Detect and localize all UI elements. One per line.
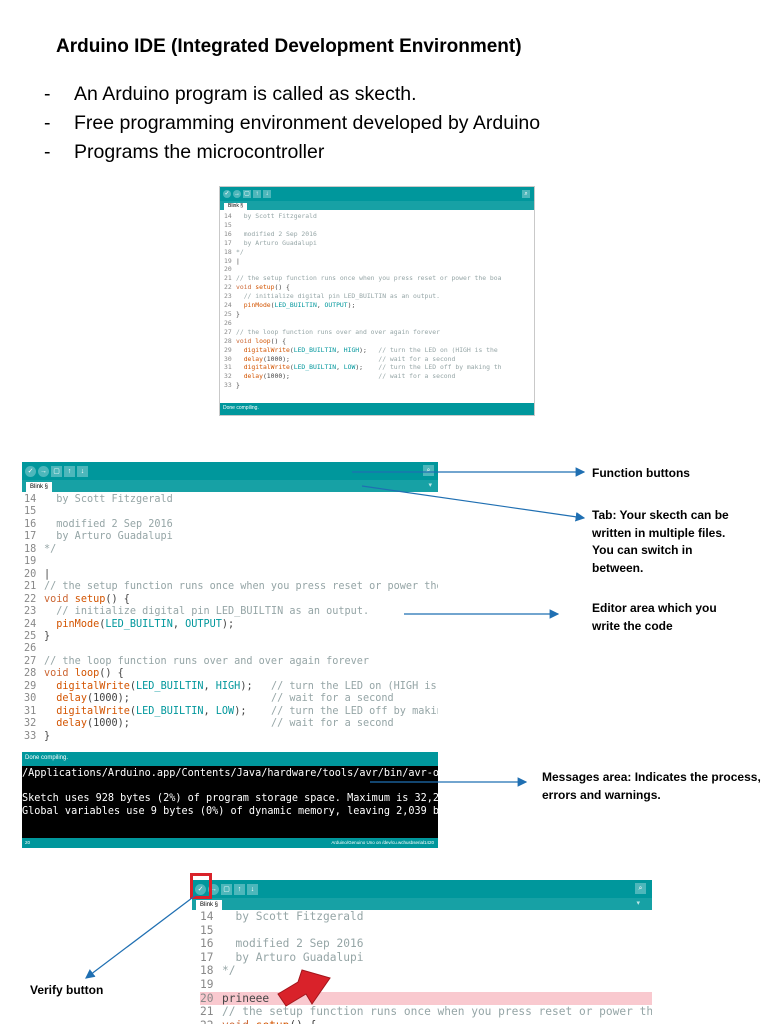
new-icon: ▢: [221, 883, 232, 895]
ide-toolbar: ✓ → ▢ ↑ ↓ ⌕: [220, 187, 534, 201]
upload-icon: →: [38, 465, 49, 477]
label-verify: Verify button: [30, 983, 104, 997]
upload-icon: →: [208, 883, 219, 895]
bullet-item: -Programs the microcontroller: [44, 141, 325, 163]
page-title: Arduino IDE (Integrated Development Envi…: [56, 36, 522, 57]
ide-screenshot-annotated: ✓ → ▢ ↑ ↓ ⌕ Blink § ▾ 14 by Scott Fitzge…: [22, 462, 438, 848]
open-icon: ↑: [253, 190, 261, 198]
tab-menu-icon: ▾: [636, 900, 640, 907]
editor-area: 14 by Scott Fitzgerald 15 16 modified 2 …: [24, 494, 438, 742]
verify-icon: ✓: [25, 465, 36, 477]
ide-screenshot-small: ✓ → ▢ ↑ ↓ ⌕ Blink § 14 by Scott Fitzgera…: [219, 186, 535, 416]
new-icon: ▢: [243, 190, 251, 198]
bullet-item: -An Arduino program is called as skecth.: [44, 83, 417, 105]
ide-screenshot-verify: ✓ → ▢ ↑ ↓ ⌕ Blink § ▾ 14 by Scott Fitzge…: [192, 880, 652, 1024]
label-function-buttons: Function buttons: [592, 466, 690, 480]
verify-highlight-box: [190, 873, 212, 899]
ide-toolbar: ✓ → ▢ ↑ ↓ ⌕: [192, 880, 652, 898]
status-bar: Done compiling.: [22, 752, 438, 766]
arrow-verify: [85, 894, 197, 979]
serial-monitor-icon: ⌕: [635, 883, 646, 894]
save-icon: ↓: [247, 883, 258, 895]
sketch-tab: Blink §: [26, 482, 53, 492]
editor-area: 14 by Scott Fitzgerald 15 16 modified 2 …: [224, 212, 502, 390]
new-icon: ▢: [51, 465, 62, 477]
bullet-item: -Free programming environment developed …: [44, 112, 541, 134]
ide-toolbar: ✓ → ▢ ↑ ↓ ⌕: [22, 462, 438, 480]
messages-console: /Applications/Arduino.app/Contents/Java/…: [22, 766, 438, 838]
label-editor: Editor area which you write the code: [592, 601, 717, 633]
red-pointer-arrow: [277, 969, 331, 1007]
serial-monitor-icon: ⌕: [423, 465, 434, 476]
arrow-tab: [361, 485, 586, 522]
open-icon: ↑: [64, 465, 75, 477]
label-messages: Messages area: Indicates the process, er…: [542, 770, 761, 802]
footer-bar: 20 Arduino/Genuino Uno on /dev/cu.wchusb…: [22, 838, 438, 848]
serial-monitor-icon: ⌕: [522, 190, 530, 198]
verify-icon: ✓: [223, 190, 231, 198]
save-icon: ↓: [77, 465, 88, 477]
tab-menu-icon: ▾: [428, 482, 432, 489]
sketch-tab: Blink §: [224, 203, 248, 210]
open-icon: ↑: [234, 883, 245, 895]
save-icon: ↓: [263, 190, 271, 198]
bullet-list: -An Arduino program is called as skecth.…: [44, 80, 540, 167]
verify-icon: ✓: [195, 883, 206, 895]
status-bar: Done compiling.: [220, 403, 534, 415]
label-tab: Tab: Your skecth can be written in multi…: [592, 508, 729, 575]
sketch-tab: Blink §: [196, 900, 223, 910]
upload-icon: →: [233, 190, 241, 198]
